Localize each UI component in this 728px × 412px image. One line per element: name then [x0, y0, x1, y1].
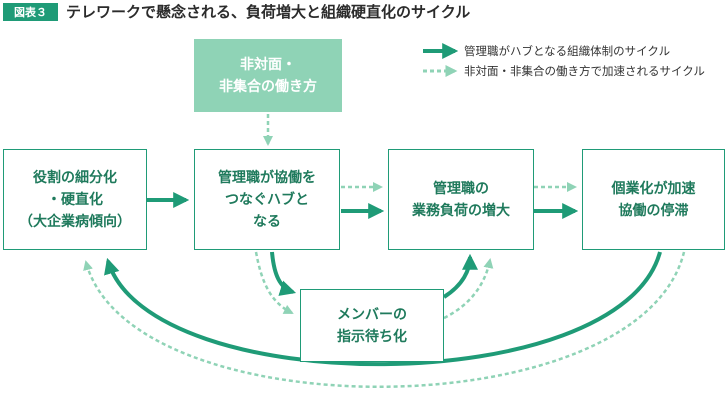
node-member-line-2: 指示待ち化 [337, 328, 407, 345]
legend-solid-label: 管理職がハブとなる組織体制のサイクル [464, 44, 671, 58]
arrow-hub-to-member-dotted [254, 251, 294, 315]
node-hub-line-1: 管理職が協働を [218, 169, 316, 186]
node-stagnation-line-1: 個業化が加速 [611, 180, 696, 197]
node-load-line-1: 管理職の [433, 180, 489, 197]
figure-title: テレワークで懸念される、負荷増大と組織硬直化のサイクル [66, 3, 471, 21]
node-role-fragmentation: 役割の細分化 ・硬直化 （大企業病傾向） [3, 149, 147, 250]
node-manager-load: 管理職の 業務負荷の増大 [388, 149, 534, 250]
legend-dotted-label: 非対面・非集合の働き方で加速されるサイクル [464, 64, 705, 78]
node-load-line-2: 業務負荷の増大 [412, 202, 510, 219]
arrow-member-to-load-solid [442, 253, 478, 299]
node-remote-work: 非対面・ 非集合の働き方 [194, 39, 342, 112]
node-remote-line-2: 非集合の働き方 [219, 78, 317, 95]
node-hub-line-3: なる [253, 213, 281, 230]
arrow-stagnation-to-role-solid [104, 251, 662, 367]
node-role-line-2: ・硬直化 [47, 191, 103, 208]
node-member-passivity: メンバーの 指示待ち化 [300, 289, 444, 362]
node-remote-line-1: 非対面・ [240, 56, 296, 73]
arrow-member-to-load-dotted [443, 258, 494, 320]
node-member-line-1: メンバーの [337, 306, 407, 323]
node-role-line-3: （大企業病傾向） [19, 213, 131, 230]
node-role-line-1: 役割の細分化 [33, 169, 117, 186]
arrow-hub-to-member-solid [270, 251, 297, 296]
node-collaboration-stagnation: 個業化が加速 協働の停滞 [582, 149, 725, 250]
node-stagnation-line-2: 協働の停滞 [618, 202, 689, 219]
node-manager-hub: 管理職が協働を つなぐハブと なる [194, 149, 340, 250]
figure-badge: 図表３ [3, 3, 58, 21]
node-hub-line-2: つなぐハブと [225, 191, 309, 208]
